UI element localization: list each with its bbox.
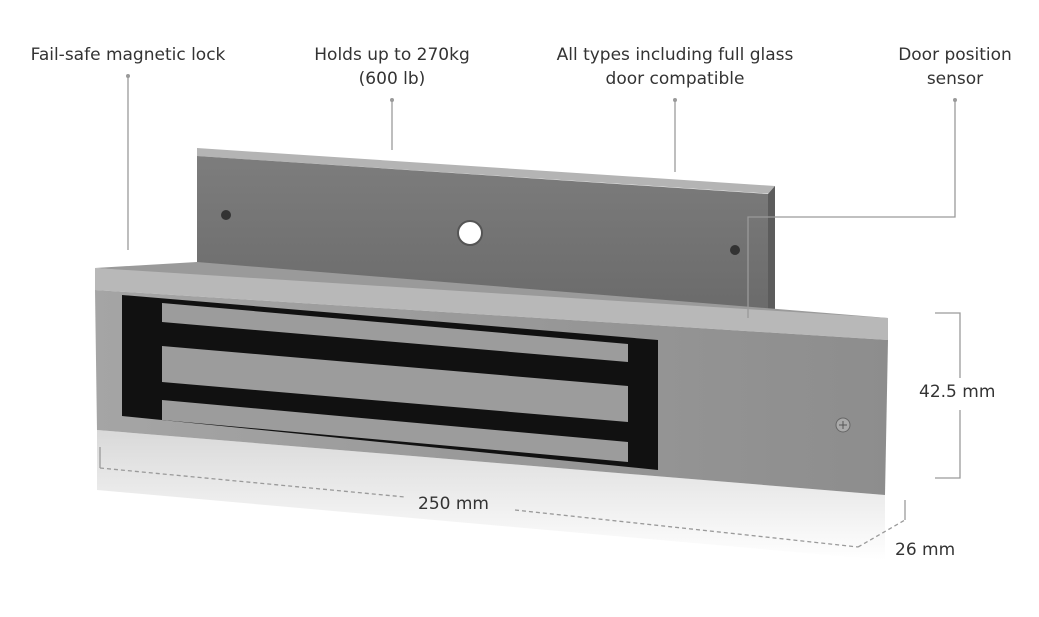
mounting-hole-icon [457,220,483,246]
callout-text: (600 lb) [358,69,426,89]
callout-door-sensor: Door position sensor [898,43,1012,91]
callout-text: Door position [898,45,1012,65]
dimension-length: 250 mm [418,494,489,514]
callout-holding-force: Holds up to 270kg (600 lb) [314,43,469,91]
callout-lines [99,76,961,548]
screw-hole-icon [730,245,740,255]
callout-text: All types including full glass [556,45,794,65]
callout-door-types: All types including full glass door compa… [557,43,794,91]
screw-hole-icon [221,210,231,220]
lock-body [95,262,888,495]
callout-text: Fail-safe magnetic lock [30,45,226,65]
callout-fail-safe: Fail-safe magnetic lock [31,43,226,67]
callout-text: Holds up to 270kg [314,45,470,65]
dimension-depth: 26 mm [895,540,956,560]
callout-text: door compatible [605,69,745,89]
dimension-height: 42.5 mm [919,382,996,402]
callout-text: sensor [926,69,984,89]
reflection [97,430,885,560]
